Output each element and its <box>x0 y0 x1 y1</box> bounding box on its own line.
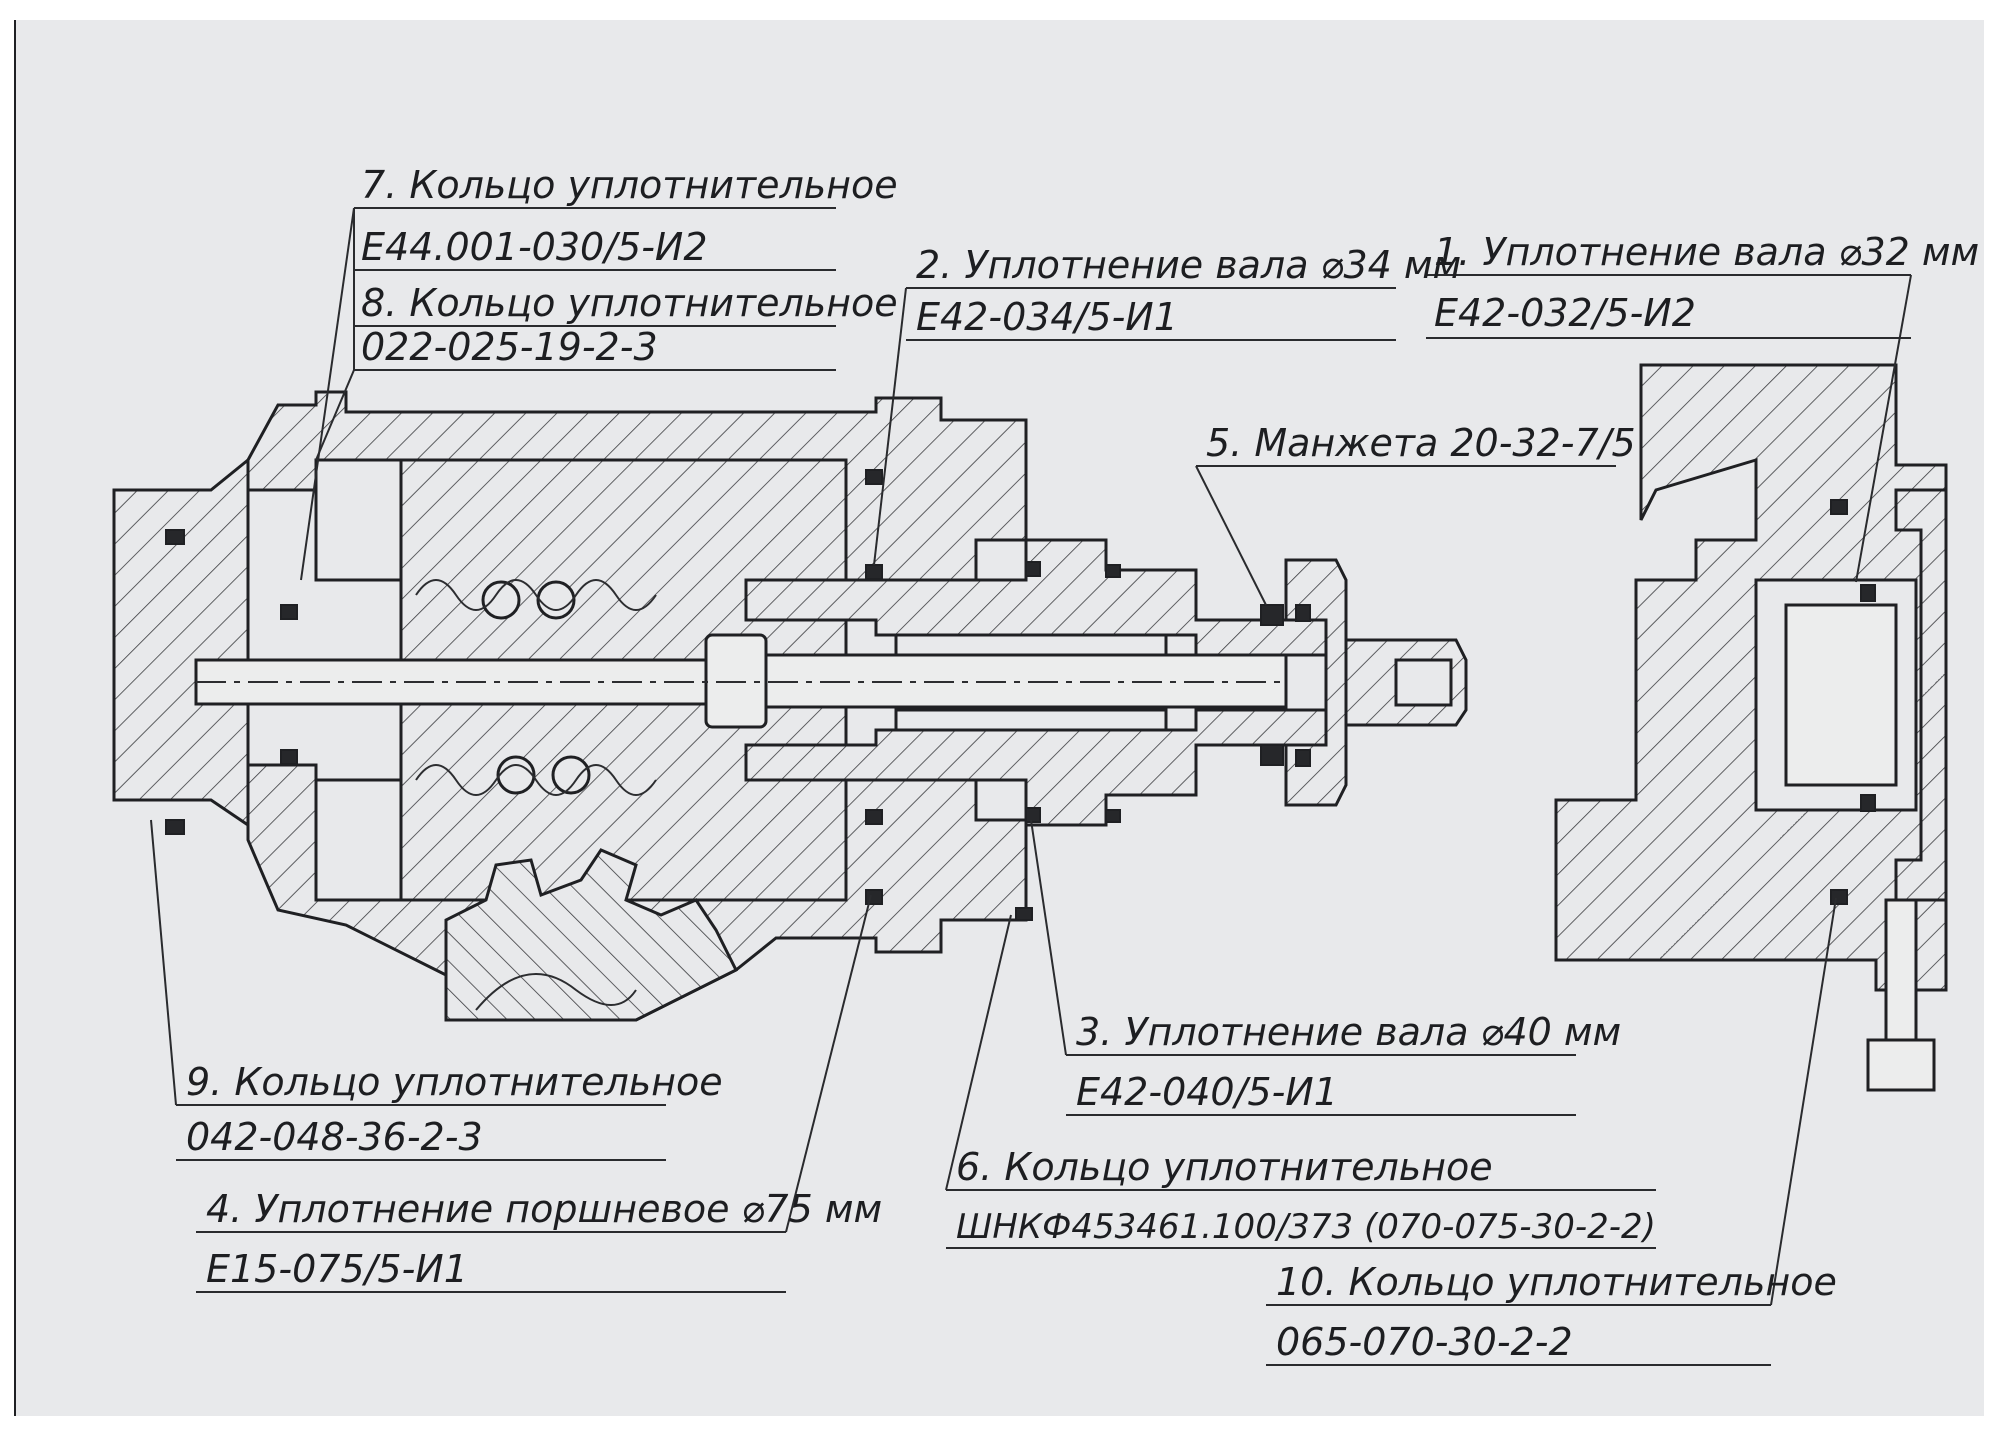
label-9-code: 042-048-36-2-3 <box>186 1115 483 1159</box>
label-2-title: 2. Уплотнение вала ⌀34 мм <box>916 243 1461 287</box>
bolt-head <box>1866 1038 1936 1092</box>
label-4-code: Е15-075/5-И1 <box>206 1247 468 1291</box>
sector-shaft <box>1784 603 1898 787</box>
label-4-title: 4. Уплотнение поршневое ⌀75 мм <box>206 1187 882 1231</box>
sector-housing <box>1554 363 1948 992</box>
label-7-code: Е44.001-030/5-И2 <box>361 225 708 269</box>
label-8-title: 8. Кольцо уплотнительное <box>361 281 898 325</box>
label-5-title: 5. Манжета 20-32-7/5 <box>1206 421 1636 465</box>
label-10-code: 065-070-30-2-2 <box>1276 1320 1573 1364</box>
adjust-cover <box>1894 488 1948 902</box>
label-8-code: 022-025-19-2-3 <box>361 325 658 369</box>
drawing-sheet: 7. Кольцо уплотнительное Е44.001-030/5-И… <box>14 20 1984 1416</box>
label-2-code: Е42-034/5-И1 <box>916 295 1178 339</box>
callout-labels: 7. Кольцо уплотнительное Е44.001-030/5-И… <box>186 163 1979 1364</box>
label-6-title: 6. Кольцо уплотнительное <box>956 1145 1493 1189</box>
adjust-bolt <box>1884 898 1918 1062</box>
label-9-title: 9. Кольцо уплотнительное <box>186 1060 723 1104</box>
input-shaft <box>194 633 1288 729</box>
sector-gear-inner <box>475 973 637 1011</box>
seals <box>165 469 1311 921</box>
leader-lines <box>150 207 1912 1366</box>
label-3-code: Е42-040/5-И1 <box>1076 1070 1338 1114</box>
label-1-code: Е42-032/5-И2 <box>1434 291 1696 335</box>
label-3-title: 3. Уплотнение вала ⌀40 мм <box>1076 1010 1621 1054</box>
valve-section <box>744 538 1468 827</box>
label-7-title: 7. Кольцо уплотнительное <box>361 163 898 207</box>
seal-assembly-drawing: 7. Кольцо уплотнительное Е44.001-030/5-И… <box>112 163 1979 1366</box>
end-cover <box>1284 558 1348 807</box>
seal-ring <box>165 529 185 545</box>
label-10-title: 10. Кольцо уплотнительное <box>1276 1260 1837 1304</box>
recirculating-balls <box>415 579 657 796</box>
label-6-code: ШНКФ453461.100/373 (070-075-30-2-2) <box>956 1207 1656 1247</box>
label-1-title: 1. Уплотнение вала ⌀32 мм <box>1434 230 1979 274</box>
end-cap <box>112 456 250 828</box>
sector-shaft-section <box>1554 363 1948 1092</box>
